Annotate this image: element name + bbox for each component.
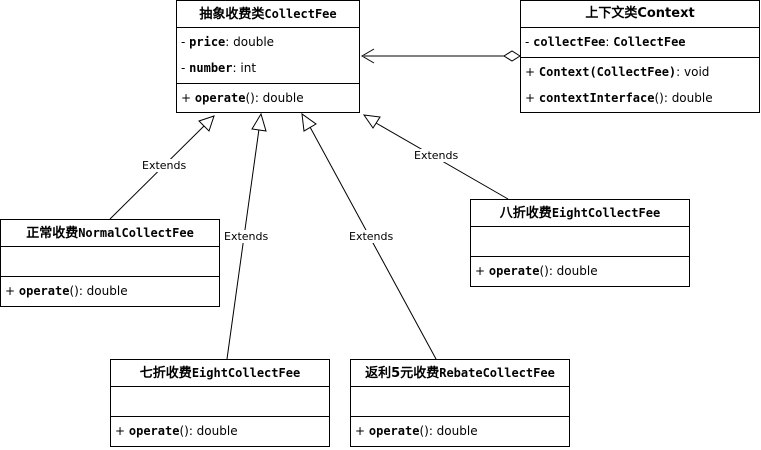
attribute-type: : double	[225, 35, 275, 49]
operations-section: + operate(): double	[351, 417, 569, 446]
visibility: -	[181, 61, 190, 75]
attributes-section	[111, 387, 329, 417]
class-rebatecollectfee[interactable]: 返利5元收费RebateCollectFee + operate(): doub…	[350, 359, 570, 447]
attributes-section	[471, 227, 689, 257]
operation-row: + operate(): double	[475, 260, 689, 286]
generalization-line-seven	[226, 128, 260, 360]
visibility: +	[181, 91, 195, 105]
generalization-line-normal	[109, 124, 206, 220]
operation-signature: (): double	[179, 424, 238, 438]
operations-section: + operate(): double	[1, 277, 219, 306]
class-title: 上下文类Context	[521, 1, 759, 28]
operation-row: + operate(): double	[115, 420, 329, 446]
attributes-section: - collectFee: CollectFee	[521, 28, 759, 58]
class-title-prefix: 返利5元收费	[365, 366, 440, 381]
operation-signature: : void	[676, 65, 710, 79]
operation-name: contextInterface	[538, 91, 655, 105]
class-title: 八折收费EightCollectFee	[471, 200, 689, 227]
operation-signature: (): double	[539, 264, 598, 278]
extends-label-eight: Extends	[413, 149, 460, 162]
attributes-section	[351, 387, 569, 417]
attributes-section: - price: double - number: int	[177, 28, 359, 84]
operations-section: + Context(CollectFee): void + contextInt…	[521, 58, 759, 113]
class-title: 正常收费NormalCollectFee	[1, 220, 219, 247]
generalization-arrow-rebate	[301, 112, 317, 132]
class-eightcollectfee[interactable]: 八折收费EightCollectFee + operate(): double	[470, 199, 690, 287]
attribute-row: - collectFee: CollectFee	[525, 31, 759, 57]
class-title-code: NormalCollectFee	[78, 226, 194, 240]
operation-name: operate	[368, 424, 420, 438]
class-title: 七折收费EightCollectFee	[111, 360, 329, 387]
generalization-arrow-eight	[362, 114, 381, 129]
class-title: 返利5元收费RebateCollectFee	[351, 360, 569, 387]
operation-signature: (): double	[654, 91, 713, 105]
class-title-code: RebateCollectFee	[439, 366, 555, 380]
visibility: +	[5, 284, 19, 298]
attribute-name: number	[189, 61, 233, 75]
attributes-section	[1, 247, 219, 277]
attribute-type: : int	[232, 61, 257, 75]
extends-label-seven: Extends	[223, 230, 270, 243]
operation-row: + operate(): double	[181, 87, 359, 113]
generalization-line-rebate	[309, 126, 437, 360]
visibility: +	[355, 424, 369, 438]
operations-section: + operate(): double	[471, 257, 689, 286]
class-collectfee[interactable]: 抽象收费类CollectFee - price: double - number…	[176, 0, 360, 113]
class-title-prefix: 七折收费	[139, 366, 192, 381]
operation-signature: (): double	[69, 284, 128, 298]
attribute-separator: :	[605, 35, 614, 49]
attribute-name: collectFee	[533, 35, 606, 49]
operation-name: operate	[128, 424, 180, 438]
visibility: -	[181, 35, 190, 49]
attribute-row: - price: double	[181, 31, 359, 57]
class-title-prefix: 抽象收费类	[199, 7, 265, 22]
aggregation-arrowhead	[361, 48, 375, 64]
operation-row: + contextInterface(): double	[525, 87, 759, 113]
operation-name: Context(CollectFee)	[538, 65, 677, 79]
generalization-arrow-seven	[251, 112, 267, 132]
operation-row: + operate(): double	[355, 420, 569, 446]
visibility: +	[525, 91, 539, 105]
class-title-prefix: 正常收费	[26, 226, 79, 241]
class-context[interactable]: 上下文类Context - collectFee: CollectFee + C…	[520, 0, 760, 113]
class-title-prefix: 八折收费	[499, 206, 552, 221]
visibility: +	[115, 424, 129, 438]
operation-row: + operate(): double	[5, 280, 219, 306]
operation-row: + Context(CollectFee): void	[525, 61, 759, 87]
visibility: +	[525, 65, 539, 79]
extends-label-normal: Extends	[141, 159, 188, 172]
generalization-arrow-normal	[198, 115, 215, 132]
aggregation-diamond	[503, 50, 521, 62]
extends-label-rebate: Extends	[348, 230, 395, 243]
operations-section: + operate(): double	[111, 417, 329, 446]
visibility: +	[475, 264, 489, 278]
operation-name: operate	[18, 284, 70, 298]
class-sevencollectfee[interactable]: 七折收费EightCollectFee + operate(): double	[110, 359, 330, 447]
operation-name: operate	[488, 264, 540, 278]
operation-name: operate	[194, 91, 246, 105]
operation-signature: (): double	[419, 424, 478, 438]
operations-section: + operate(): double	[177, 84, 359, 113]
class-normalcollectfee[interactable]: 正常收费NormalCollectFee + operate(): double	[0, 219, 220, 307]
attribute-type: CollectFee	[613, 35, 686, 49]
attribute-row: - number: int	[181, 57, 359, 83]
class-title: 抽象收费类CollectFee	[177, 1, 359, 28]
operation-signature: (): double	[245, 91, 304, 105]
class-title-code: EightCollectFee	[191, 366, 301, 380]
class-title-code: CollectFee	[264, 7, 337, 21]
visibility: -	[525, 35, 534, 49]
attribute-name: price	[189, 35, 226, 49]
class-title-code: EightCollectFee	[551, 206, 661, 220]
